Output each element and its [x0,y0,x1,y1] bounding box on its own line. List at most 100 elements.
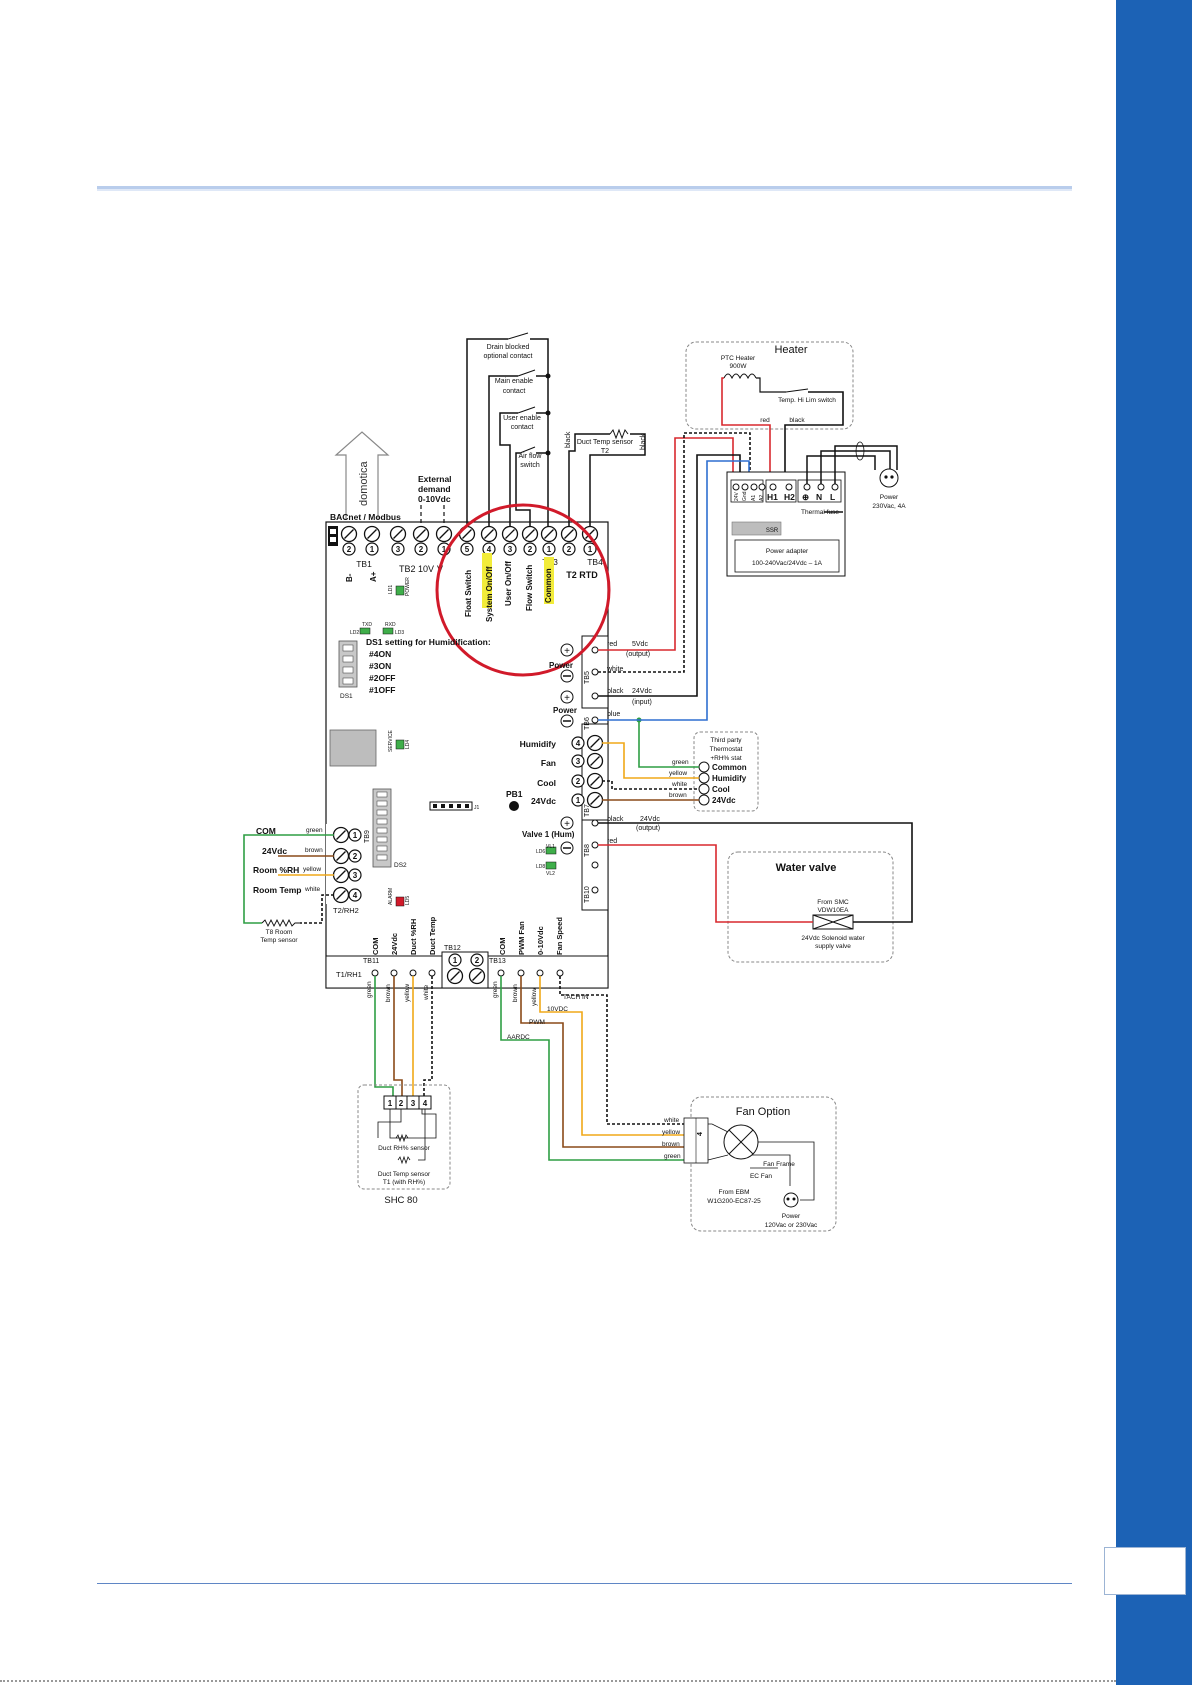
svg-text:T1 (with RH%): T1 (with RH%) [383,1179,425,1186]
svg-text:TB6: TB6 [584,717,591,730]
svg-text:From SMC: From SMC [817,899,849,906]
common-label: Common [544,568,553,603]
svg-text:2: 2 [399,1099,404,1108]
water-valve-box [727,851,894,963]
svg-text:Valve 1 (Hum): Valve 1 (Hum) [522,830,575,839]
svg-text:2: 2 [567,545,572,554]
svg-text:black: black [565,431,572,448]
svg-text:POWER: POWER [405,577,411,596]
svg-text:Gnd: Gnd [742,491,748,501]
domotica-label: domotica [358,460,370,506]
valve-terminals: + [560,816,599,894]
svg-text:DS2: DS2 [394,862,407,869]
pb1-button [509,801,519,811]
svg-text:TB12: TB12 [444,945,461,952]
svg-text:+RH% stat: +RH% stat [710,755,741,762]
svg-text:brown: brown [669,792,687,799]
svg-text:0-10Vdc: 0-10Vdc [536,926,545,955]
float-switch-label: Float Switch [464,570,473,617]
shc80-sensor: 1 2 3 4 [357,1084,451,1190]
svg-text:PWM: PWM [529,1019,545,1026]
svg-text:yellow: yellow [404,984,411,1002]
svg-text:4: 4 [576,739,581,748]
svg-text:black: black [789,417,805,424]
valve-wires [598,822,913,923]
svg-text:Humidify: Humidify [520,739,557,749]
svg-text:+: + [564,693,570,704]
svg-text:Duct %RH: Duct %RH [409,919,418,955]
svg-text:1: 1 [442,545,447,554]
air-flow-label: Air flow [519,453,543,460]
svg-text:yellow: yellow [669,770,687,777]
svg-text:24Vdc: 24Vdc [712,796,736,805]
svg-text:120Vac or 230Vac: 120Vac or 230Vac [765,1222,818,1229]
led-indicators [359,585,557,907]
svg-text:Temp sensor: Temp sensor [260,937,298,944]
svg-text:Power: Power [553,706,577,715]
svg-text:LD1: LD1 [388,585,394,594]
user-onoff-highlight [482,553,492,608]
ds1-dip-switch [338,640,358,688]
svg-text:Humidify: Humidify [712,774,747,783]
svg-text:LD3: LD3 [395,630,404,636]
svg-text:2: 2 [576,777,581,786]
svg-text:red: red [607,641,617,648]
svg-text:24Vdc: 24Vdc [531,796,556,806]
svg-text:COM: COM [256,826,276,836]
main-contact-label: contact [503,388,526,395]
svg-text:From EBM: From EBM [718,1189,749,1196]
svg-text:LD6: LD6 [536,849,545,855]
top-terminal-row: 2 1 3 2 1 5 4 3 2 1 2 1 [340,525,599,556]
svg-text:4: 4 [353,891,358,900]
svg-text:24Vdc Solenoid water: 24Vdc Solenoid water [801,935,865,942]
svg-text:brown: brown [512,984,519,1002]
drain-blocked-label: Drain blocked [487,344,530,351]
left-wires [243,834,334,924]
power-terminals: + + [560,643,599,728]
header-rule [97,186,1072,189]
right-color-band [1116,0,1192,1685]
svg-text:T8 Room: T8 Room [266,929,293,936]
svg-text:green: green [664,1153,681,1160]
svg-text:LD8: LD8 [536,864,545,870]
svg-text:Power: Power [782,1213,801,1220]
svg-text:TACH IN: TACH IN [563,994,589,1001]
system-onoff-label: System On/Off [485,566,494,622]
svg-text:RXD: RXD [385,622,396,628]
svg-text:Third party: Third party [710,737,742,744]
svg-text:COM: COM [498,938,507,956]
svg-text:10VDC: 10VDC [547,1006,568,1013]
svg-text:3: 3 [576,757,581,766]
svg-text:brown: brown [385,984,392,1002]
svg-text:+: + [564,646,570,657]
svg-text:TB8: TB8 [584,844,591,857]
svg-text:Common: Common [712,763,747,772]
svg-text:Thermal fuse: Thermal fuse [801,509,839,516]
power-wires [598,432,751,721]
svg-text:white: white [671,781,688,788]
user-onoff-label: User On/Off [504,561,513,606]
main-enable-label: Main enable [495,378,533,385]
svg-text:H2: H2 [784,492,795,502]
svg-text:4: 4 [487,545,492,554]
svg-text:N: N [816,492,822,502]
svg-text:A2: A2 [759,495,765,501]
svg-text:Fan Speed: Fan Speed [555,917,564,955]
shc80-wires [374,976,433,1102]
a-plus-label: A+ [369,571,378,582]
svg-text:yellow: yellow [662,1129,680,1136]
svg-text:blue: blue [607,711,620,718]
heater-label: Heater [774,344,807,356]
svg-text:1: 1 [370,545,375,554]
svg-text:Room %RH: Room %RH [253,865,299,875]
heater-module [726,471,846,577]
svg-text:⊕: ⊕ [802,492,809,502]
contact-switches [507,332,536,454]
svg-text:TB9: TB9 [364,830,371,843]
svg-text:brown: brown [305,847,323,854]
header-rule-shadow [97,189,1072,191]
svg-text:Thermostat: Thermostat [710,746,743,753]
t2-label: T2 [601,448,609,455]
svg-text:1: 1 [388,1099,393,1108]
svg-text:TB7: TB7 [584,804,591,817]
